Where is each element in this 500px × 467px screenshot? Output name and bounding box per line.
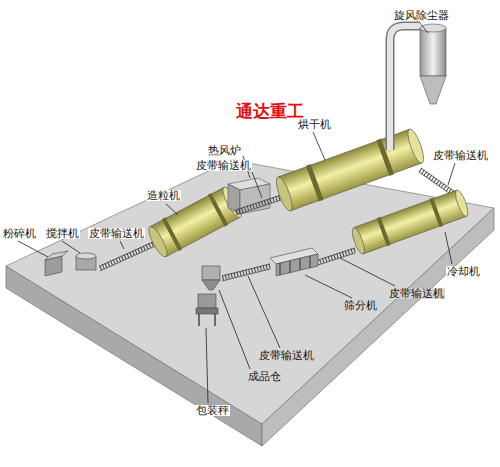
- belt-conveyor-part: [318, 250, 355, 262]
- leader-line-part: [206, 328, 208, 403]
- cyclone-dust-collector-part: [420, 76, 446, 104]
- belt-conveyor-part: [222, 266, 270, 278]
- screening-machine-part: [280, 263, 281, 275]
- cyclone-dust-collector-part: [390, 26, 420, 150]
- part-label: 冷却机: [446, 266, 481, 277]
- part-label: 皮带输送机: [88, 228, 145, 239]
- belt-conveyor-part: [236, 199, 284, 215]
- dryer-drum-part: [273, 175, 295, 212]
- part-label: 搅拌机: [45, 228, 80, 239]
- product-bin: [202, 266, 220, 290]
- hot-air-furnace: [228, 178, 270, 214]
- leader-line-part: [305, 275, 352, 298]
- packing-scale: [196, 294, 218, 326]
- product-bin-part: [202, 280, 220, 290]
- screening-machine-part: [276, 254, 318, 276]
- hot-air-furnace-part: [240, 184, 270, 214]
- granulator-drum-part: [162, 217, 182, 251]
- dryer-drum-part: [278, 129, 422, 211]
- part-label: 旋风除尘器: [393, 10, 450, 21]
- leader-line: [18, 23, 455, 403]
- crusher-part: [45, 251, 68, 260]
- leader-line-part: [248, 276, 280, 348]
- leader-line-part: [252, 172, 262, 198]
- belt-conveyor-part: [222, 269, 270, 281]
- belt-conveyor-part: [236, 194, 284, 210]
- mixer: [76, 253, 96, 270]
- leader-line-part: [120, 241, 124, 249]
- cooler-drum-part: [350, 226, 367, 255]
- screening-machine-part: [300, 258, 301, 270]
- cooler-drum: [349, 188, 470, 257]
- belt-conveyor-part: [100, 240, 162, 268]
- leader-line-part: [166, 204, 178, 215]
- brand-title: 通达重工: [236, 103, 304, 120]
- granulator-drum: [145, 184, 245, 260]
- mixer-part: [76, 253, 96, 259]
- cyclone-dust-collector-part: [420, 28, 446, 76]
- packing-scale-part: [214, 314, 216, 326]
- screening-machine-part: [310, 256, 311, 268]
- packing-scale-part: [196, 308, 218, 314]
- part-label: 烘干机: [297, 119, 332, 130]
- part-label: 成品仓: [247, 371, 282, 382]
- cooler-drum-part: [429, 198, 443, 228]
- packing-scale-part: [198, 294, 216, 308]
- belt-conveyor-part: [236, 196, 284, 212]
- part-label: 造粒机: [146, 190, 181, 201]
- cooler-drum-part: [354, 190, 467, 254]
- leader-line-part: [445, 232, 452, 264]
- leader-line-part: [340, 258, 395, 286]
- cyclone-dust-collector: [390, 24, 446, 150]
- base-slab-part: [6, 160, 494, 424]
- belt-conveyor-part: [222, 264, 270, 276]
- leader-line-part: [448, 163, 455, 185]
- product-bin-part: [202, 266, 220, 280]
- base-slab: [6, 160, 494, 446]
- crusher: [45, 251, 68, 276]
- cooler-drum-part: [453, 189, 470, 218]
- dryer-drum-part: [405, 127, 427, 164]
- leader-line-part: [219, 290, 250, 369]
- leader-line-part: [420, 23, 428, 33]
- packing-scale-part: [198, 314, 200, 326]
- leader-line-part: [313, 132, 325, 160]
- part-label: 包装秤: [195, 405, 230, 416]
- belt-conveyor-part: [318, 248, 355, 260]
- belt-conveyor: [236, 194, 284, 215]
- dryer-drum-part: [306, 164, 324, 201]
- granulator-drum-part: [146, 224, 171, 259]
- part-label: 粉碎机: [2, 228, 37, 239]
- dryer-drum: [273, 126, 427, 213]
- belt-conveyor-part: [100, 243, 162, 271]
- cooler-drum-part: [377, 217, 391, 247]
- belt-conveyor: [222, 264, 270, 281]
- leader-line-part: [62, 241, 80, 253]
- part-label: 皮带输送机: [388, 288, 445, 299]
- part-label: 皮带输送机: [432, 150, 489, 161]
- granulator-drum-part: [208, 193, 228, 227]
- cyclone-dust-collector-part: [390, 26, 420, 150]
- screening-machine-part: [290, 261, 291, 273]
- part-label: 皮带输送机: [258, 350, 315, 361]
- cyclone-dust-collector-part: [420, 24, 446, 32]
- part-label: 皮带输送机: [195, 160, 252, 171]
- part-label: 热风炉: [207, 145, 242, 156]
- screening-machine: [270, 248, 318, 276]
- leader-line-part: [18, 241, 48, 257]
- part-label: 筛分机: [343, 300, 378, 311]
